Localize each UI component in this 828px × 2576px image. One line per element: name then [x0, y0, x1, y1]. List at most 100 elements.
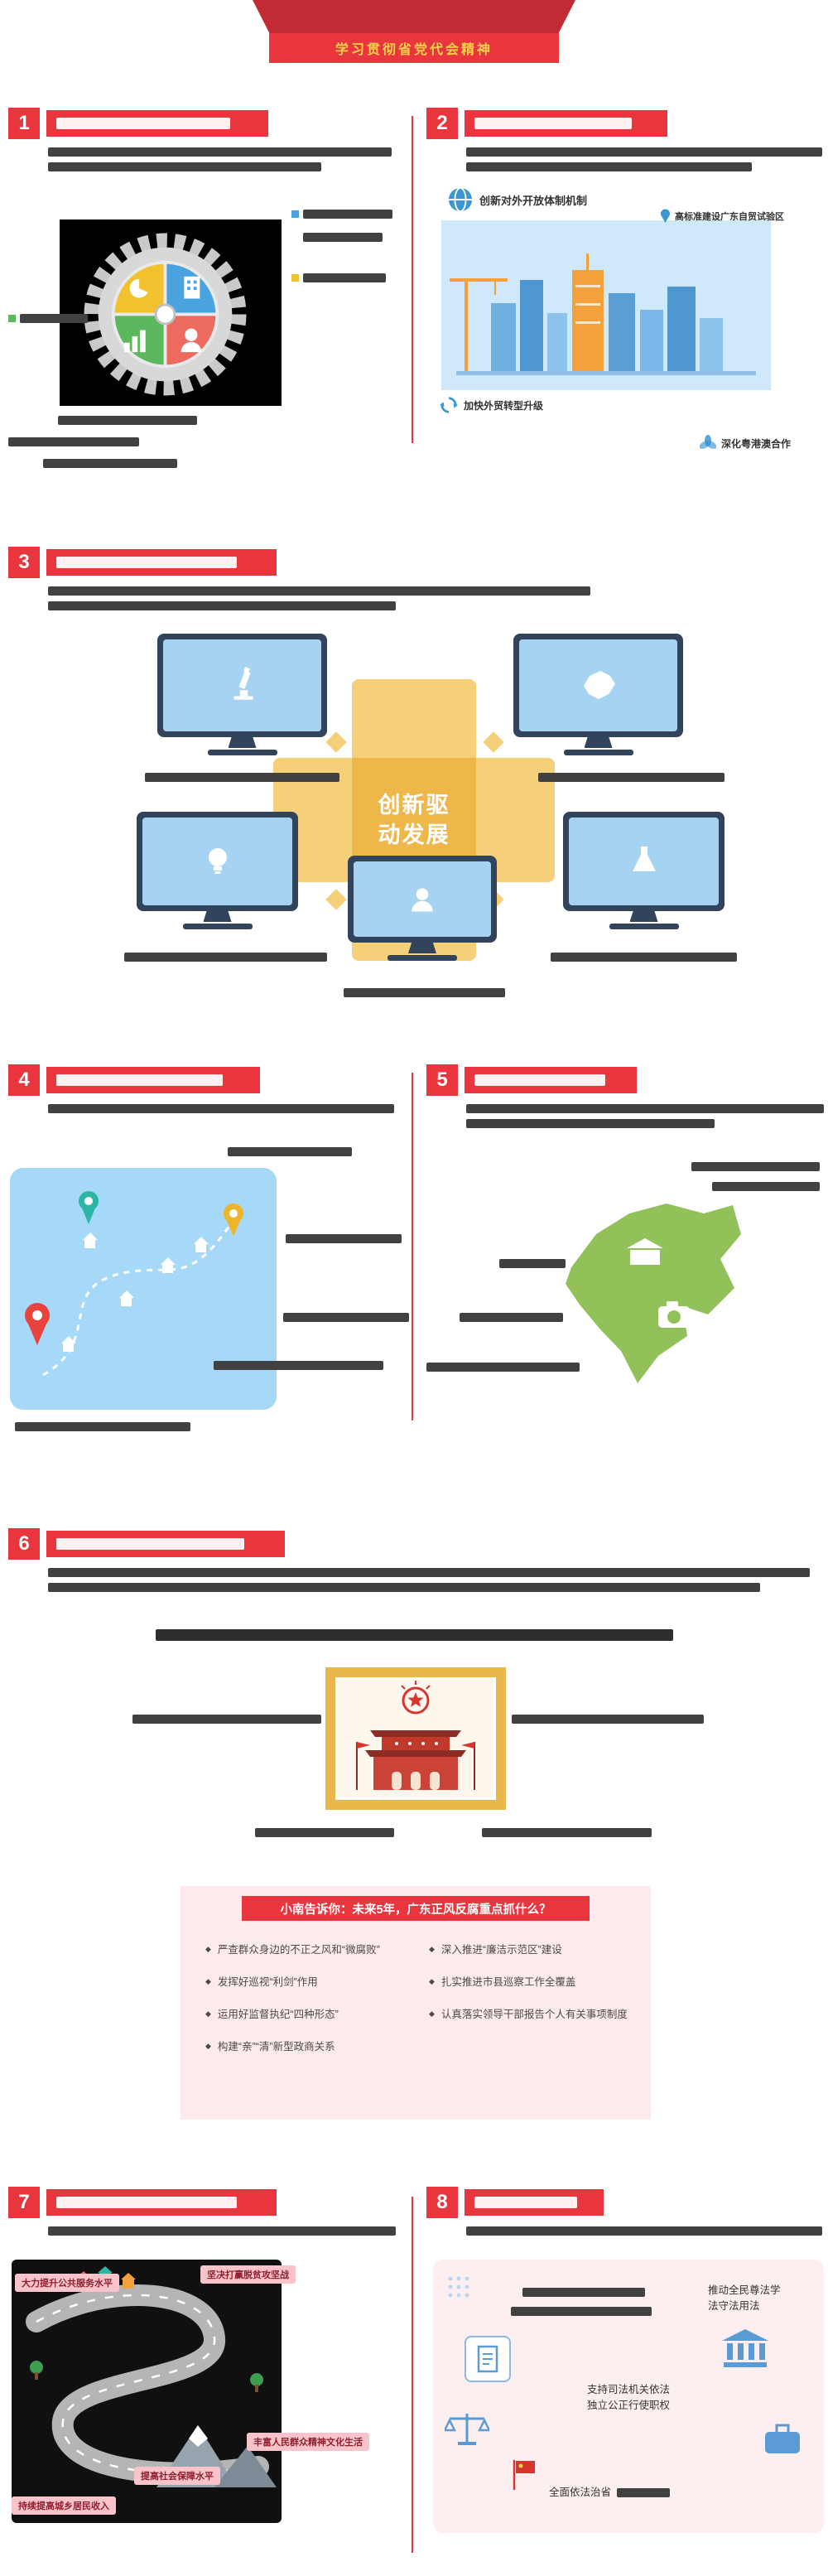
house-icon	[61, 1233, 209, 1352]
section-8: 8 推动全民尊法学法守法用法	[426, 2187, 828, 2576]
city-skyline	[450, 253, 756, 375]
text-bar	[466, 147, 822, 157]
guangdong-map	[566, 1204, 741, 1383]
section-3: 3 创新驱动发展	[8, 547, 820, 1056]
text-bar	[145, 773, 339, 782]
coordination-map	[25, 1191, 243, 1377]
reform-gear-diagram	[84, 233, 247, 396]
text-bar	[48, 601, 396, 610]
qa-item: ◆ 发挥好巡视“利剑”作用	[205, 1975, 416, 1990]
text-bar	[124, 953, 327, 962]
greater-bay-row: 深化粤港澳合作	[700, 435, 791, 451]
text-bar	[512, 1715, 704, 1724]
text-bar	[214, 1361, 383, 1370]
text-bar	[617, 2488, 671, 2498]
title-text-bar	[56, 1538, 245, 1550]
banner-ribbon-front: 学习贯彻省党代会精神	[269, 33, 559, 63]
section-4-title	[46, 1067, 260, 1093]
qa-item-text: 深入推进“廉洁示范区”建设	[440, 1944, 562, 1956]
section-2: 2 创新对外开放体制机制	[426, 108, 828, 480]
diamond-bullet-icon: ◆	[429, 2009, 435, 2019]
guangdong-shape	[566, 1204, 741, 1383]
monitor-research	[157, 634, 327, 755]
briefcase-icon	[765, 2424, 800, 2453]
text-bar	[426, 1363, 580, 1372]
pie-chart-icon	[129, 278, 149, 298]
goal-label: 持续提高城乡居民收入	[12, 2496, 116, 2515]
text-bar	[132, 1715, 321, 1724]
column-divider	[412, 2197, 413, 2553]
text-bar	[303, 233, 383, 242]
connector-arrow	[483, 731, 504, 753]
text-bar	[482, 1828, 652, 1837]
courthouse-icon	[722, 2329, 768, 2367]
qa-right-column: ◆ 深入推进“廉洁示范区”建设 ◆ 扎实推进市县巡察工作全覆盖 ◆ 认真落实领导…	[429, 1942, 640, 2039]
diamond-bullet-icon: ◆	[205, 1977, 211, 1986]
text-bar	[344, 988, 505, 997]
qa-item: ◆ 构建“亲”“清”新型政商关系	[205, 2039, 416, 2054]
region-map-icon	[583, 670, 615, 699]
title-text-bar	[56, 118, 230, 129]
open-mechanism-row: 创新对外开放体制机制	[448, 187, 587, 212]
qa-item-text: 严查群众身边的不正之风和“微腐败”	[217, 1944, 380, 1956]
map-pin-teal-icon	[79, 1191, 99, 1224]
free-trade-zone-label: 高标准建设广东自贸试验区	[675, 211, 784, 222]
party-emblem-icon	[401, 1681, 431, 1715]
qa-item-text: 发挥好巡视“利剑”作用	[217, 1976, 318, 1989]
section-3-title	[46, 549, 277, 576]
column-divider	[412, 116, 413, 443]
text-bar	[460, 1313, 563, 1322]
building-icon	[184, 276, 200, 299]
text-bar	[48, 1583, 760, 1592]
innovation-center-label: 创新驱动发展	[378, 792, 450, 847]
crane-icon	[450, 278, 508, 371]
microscope-icon	[233, 666, 253, 700]
flask-icon	[632, 847, 656, 871]
map-pin-yellow-icon	[224, 1204, 243, 1237]
gear-teeth-icon	[84, 233, 247, 396]
section-4-number: 4	[8, 1064, 40, 1096]
title-text-bar	[56, 2197, 238, 2208]
section-6: 6	[8, 1528, 820, 2158]
section-3-number: 3	[8, 547, 40, 578]
diamond-bullet-icon: ◆	[429, 1945, 435, 1953]
road-centerline	[36, 2294, 259, 2474]
diamond-bullet-icon: ◆	[205, 1945, 211, 1953]
monitor-science	[563, 812, 724, 929]
title-text-bar	[56, 557, 238, 568]
cooperation-icon	[700, 435, 716, 449]
camera-icon	[658, 1301, 690, 1328]
text-bar	[466, 1119, 715, 1128]
title-text-bar	[56, 1074, 224, 1086]
section-2-number: 2	[426, 108, 458, 139]
text-bar	[156, 1629, 673, 1641]
party-flag-icon	[513, 2460, 535, 2490]
trade-upgrade-label: 加快外贸转型升级	[464, 399, 544, 412]
section-5-title	[465, 1067, 637, 1093]
section-8-number: 8	[426, 2187, 458, 2218]
trade-upgrade-row: 加快外贸转型升级	[440, 396, 543, 414]
lightbulb-icon	[208, 848, 227, 874]
text-bar	[303, 210, 392, 219]
text-bar	[551, 953, 737, 962]
qa-item-text: 认真落实领导干部报告个人有关事项制度	[440, 2009, 628, 2021]
gear-hub-icon	[154, 303, 176, 326]
goal-label: 提高社会保障水平	[134, 2467, 220, 2485]
section-7: 7 大力提升公共服务水平 坚决打赢脱贫攻坚战	[8, 2187, 406, 2576]
text-bar	[466, 162, 752, 171]
text-bar	[8, 437, 139, 446]
greater-bay-label: 深化粤港澳合作	[721, 437, 792, 450]
judicial-power-label: 支持司法机关依法独立公正行使职权	[587, 2384, 671, 2412]
legend-bullet	[8, 315, 16, 322]
qa-banner: 小南告诉你：未来5年，广东正风反腐重点抓什么？	[242, 1896, 590, 1921]
dots-grid-icon	[448, 2276, 469, 2298]
qa-item-text: 扎实推进市县巡察工作全覆盖	[440, 1976, 576, 1989]
text-bar	[43, 459, 177, 468]
open-mechanism-label: 创新对外开放体制机制	[479, 194, 588, 207]
qa-item: ◆ 深入推进“廉洁示范区”建设	[429, 1942, 640, 1957]
text-bar	[58, 416, 197, 425]
section-6-title	[46, 1531, 285, 1557]
innovation-diagram: 创新驱动发展	[54, 634, 774, 1052]
person-icon	[181, 328, 202, 353]
